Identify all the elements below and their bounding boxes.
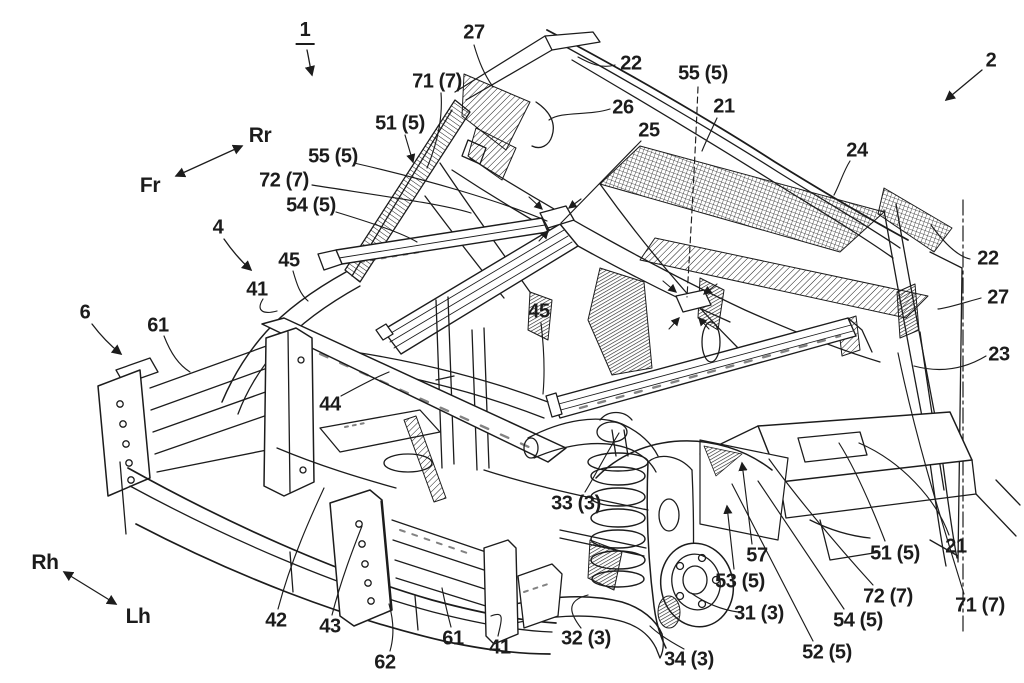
bracket-41-lower [517,563,563,629]
windshield-cowl-assembly [424,29,929,363]
a-pillar-bar [344,73,531,283]
front-bumper-assembly [97,327,563,655]
rh-lh-arrow [62,571,118,605]
crash-box-right [391,519,490,608]
callout-4-arrow [223,238,253,272]
fr-rr-arrow [174,144,244,178]
strut-brace-44 [261,317,567,463]
direction-arrows [62,49,983,605]
set-plate-62 [329,489,393,627]
cowl-bracket-left [539,205,575,229]
suspension-assembly [488,411,789,659]
wheel-hub [657,542,735,629]
right-body-side [837,187,1021,635]
coil-spring [587,452,649,588]
callout-2-arrow [944,69,983,101]
apron-members [221,271,649,511]
bumper-end-plate-left [97,369,151,497]
callout-6-arrow [91,323,123,355]
leader-lines [163,44,987,652]
cowl-braces [317,196,873,419]
cowl-bracket-right [675,289,712,313]
crash-box-left [149,343,278,473]
callout-1-arrow [304,49,315,77]
